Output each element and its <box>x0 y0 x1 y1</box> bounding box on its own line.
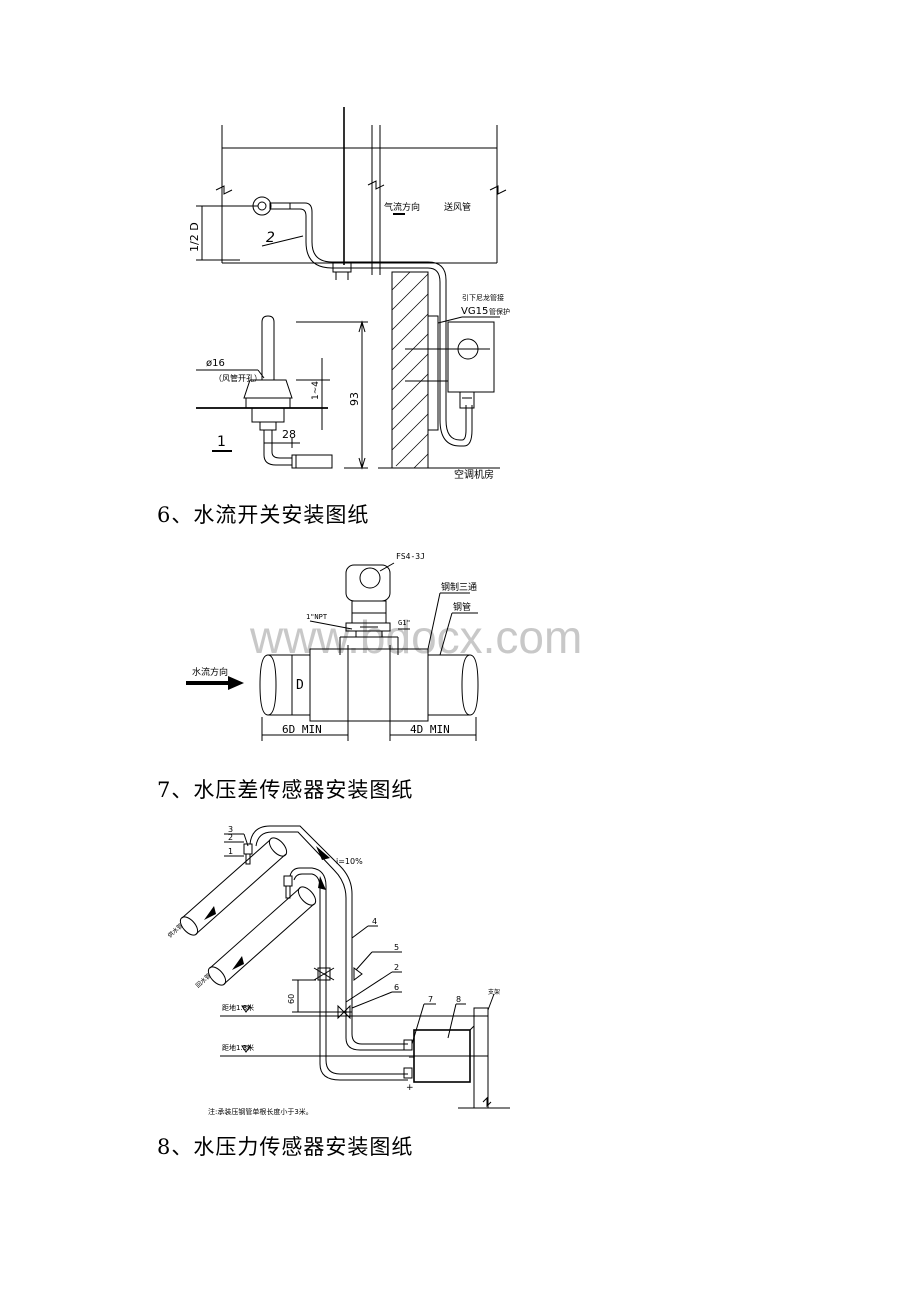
half-d-label: 1/2 D <box>188 222 201 252</box>
install-note: 注:承装压钢管单根长度小于3米。 <box>208 1107 313 1116</box>
callout-1-top: 1 <box>228 847 233 856</box>
g1-label: G1" <box>398 619 411 627</box>
vg15-suffix-label: 管保护 <box>489 307 510 316</box>
return-pipe-label: 回水管 <box>194 971 213 989</box>
npt-label: 1"NPT <box>306 613 328 621</box>
callout-3: 3 <box>228 825 233 834</box>
watermark: www.bdocx.com <box>249 611 582 663</box>
duct-hole-label: （风管开孔） <box>214 373 262 383</box>
callout-2: 2 <box>266 230 275 246</box>
dim-93: 93 <box>348 392 361 406</box>
elevation-1-3: 距地1.3米 <box>222 1043 254 1052</box>
heading-water-flow-switch: 6、水流开关安装图纸 <box>157 503 370 527</box>
callout-2-mid: 2 <box>394 963 399 972</box>
callout-4: 4 <box>372 917 377 926</box>
four-d-min-label: 4D MIN <box>410 723 450 736</box>
steel-pipe-label: 钢管 <box>453 601 471 613</box>
steel-tee-label: 钢制三通 <box>441 581 477 593</box>
support-label: 支架 <box>488 988 500 996</box>
plus-port-label: + <box>406 1083 414 1093</box>
callout-7: 7 <box>428 995 433 1004</box>
minus-port-label: − <box>408 1053 416 1063</box>
duct-sensor-drawing: 1/2 D 2 气流方向 送风管 引下尼龙管接 VG15 管保护 ø16 （风管… <box>188 107 510 481</box>
d-label: D <box>296 678 304 693</box>
flow-switch-drawing: www.bdocx.com <box>186 552 582 741</box>
vg15-label: VG15 <box>461 306 488 317</box>
callout-1: 1 <box>217 434 226 450</box>
dp-sensor-drawing: 3 2 1 i=10% 供水管 回水管 4 5 2 6 7 8 60 距地1.8… <box>166 825 510 1116</box>
heading-water-pressure-sensor: 8、水压力传感器安装图纸 <box>157 1135 414 1159</box>
nylon-pipe-label: 引下尼龙管接 <box>462 293 504 302</box>
dim-28: 28 <box>282 428 296 441</box>
callout-8: 8 <box>456 995 461 1004</box>
callout-6: 6 <box>394 983 399 992</box>
dim-60: 60 <box>287 994 296 1004</box>
six-d-min-label: 6D MIN <box>282 723 322 736</box>
dim-1-4: 1~4 <box>311 381 321 400</box>
elevation-1-8: 距地1.8米 <box>222 1003 254 1012</box>
callout-2-top: 2 <box>228 833 233 842</box>
airflow-label: 气流方向 <box>384 201 420 213</box>
slope-label: i=10% <box>336 857 363 866</box>
supply-pipe-label: 供水管 <box>166 921 185 939</box>
flow-direction-label: 水流方向 <box>192 666 228 678</box>
ahu-room-label: 空调机房 <box>454 468 494 481</box>
heading-water-dp-sensor: 7、水压差传感器安装图纸 <box>157 778 414 802</box>
callout-5: 5 <box>394 943 399 952</box>
model-label: FS4-3J <box>396 552 425 561</box>
d16-label: ø16 <box>206 358 225 369</box>
supply-duct-label: 送风管 <box>444 201 471 213</box>
